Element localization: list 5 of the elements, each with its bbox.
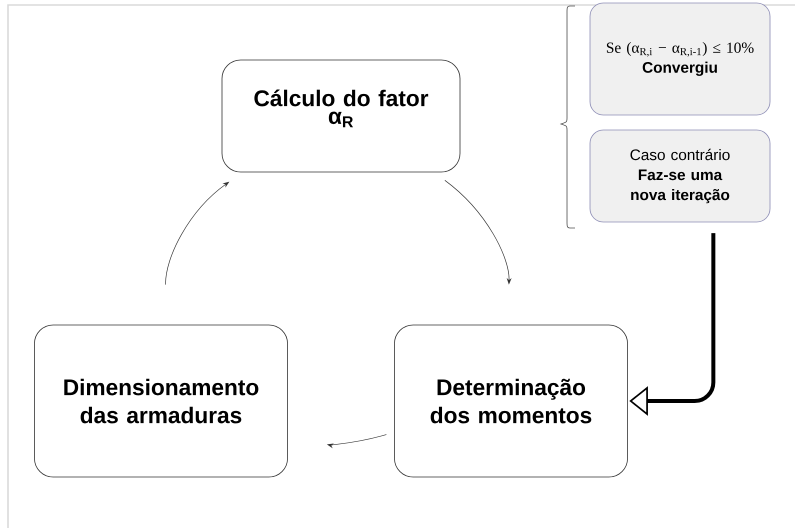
process-box: Cálculo do fator α$_{R}$ (222, 60, 460, 172)
process-box: Dimensionamento das armaduras (34, 324, 288, 478)
process-box: Determinação dos momentos (394, 324, 628, 478)
condition-box: Caso contrário Faz-se uma nova iteração (590, 130, 770, 222)
condition-box: Se (α$_{R,i}$ − α$_{R,i-1}$) ≤ 10% Convergiu (590, 2, 770, 116)
